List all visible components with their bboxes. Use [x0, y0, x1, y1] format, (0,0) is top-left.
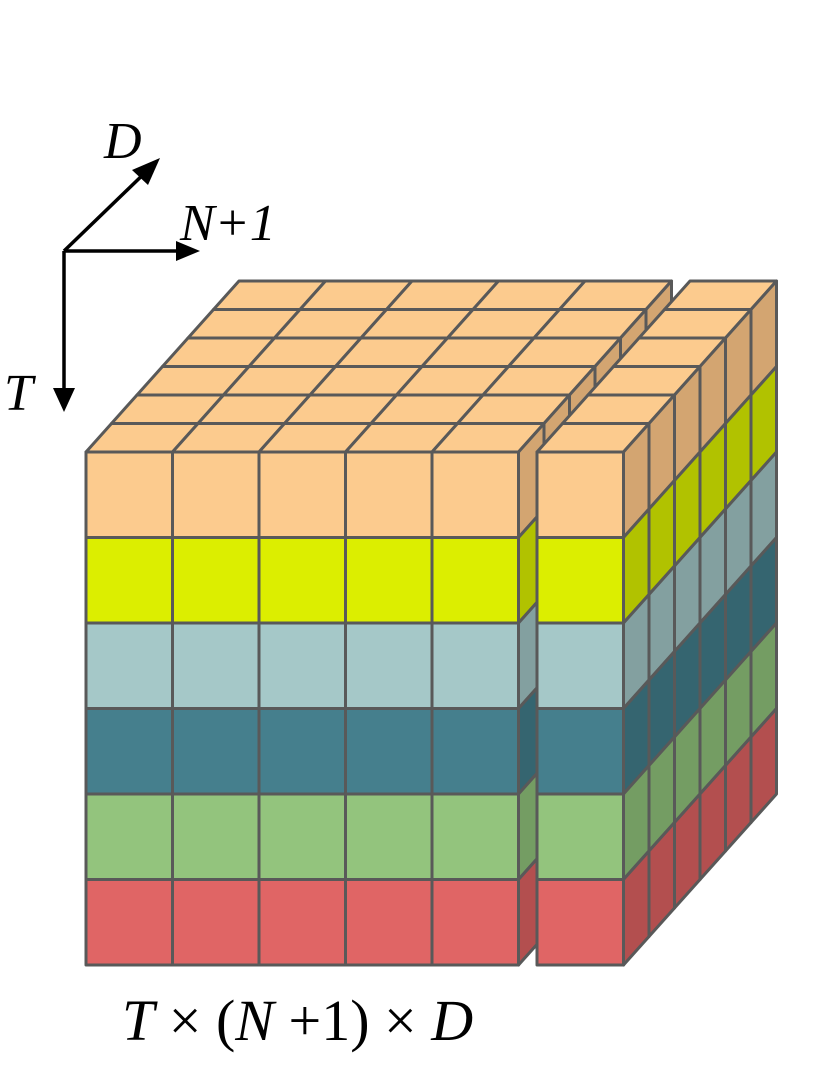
depth-axis-label: D	[103, 113, 142, 170]
tensor-front-cell	[430, 536, 520, 625]
tensor-front-cell	[535, 707, 625, 796]
tensor-front-cell	[257, 450, 347, 539]
tensor-front-cell	[84, 621, 174, 710]
tensor-front-cell	[535, 792, 625, 881]
width-axis-arrowhead	[176, 241, 200, 261]
depth-axis-arrow	[62, 164, 154, 253]
tensor-front-cell	[344, 450, 434, 539]
tensor-front-cell	[171, 707, 261, 796]
tensor-front-cell	[257, 536, 347, 625]
tensor-front-cell	[535, 450, 625, 539]
height-axis-arrowhead	[53, 388, 75, 412]
caption-times-open: × (	[154, 988, 235, 1053]
tensor-front-cell	[257, 792, 347, 881]
caption-n: N	[234, 988, 277, 1053]
tensor-front-cell	[535, 536, 625, 625]
width-axis-label: N+1	[179, 195, 276, 252]
tensor-front-cell	[257, 621, 347, 710]
tensor-front-cell	[344, 792, 434, 881]
caption-plus-one: +1) ×	[274, 988, 431, 1053]
tensor-front-cell	[84, 450, 174, 539]
height-axis-label: T	[4, 365, 36, 422]
axis-indicator: D N+1 T	[4, 113, 276, 422]
tensor-front-cell	[84, 792, 174, 881]
tensor-front-cell	[344, 707, 434, 796]
tensor-front-cell	[171, 878, 261, 967]
tensor-front-cell	[430, 878, 520, 967]
tensor-front-cell	[84, 707, 174, 796]
tensor-front-cell	[257, 707, 347, 796]
tensor-front-cell	[344, 621, 434, 710]
tensor-front-cell	[344, 536, 434, 625]
tensor-front-cell	[430, 792, 520, 881]
tensor-front-cell	[171, 621, 261, 710]
depth-axis-arrowhead	[132, 158, 160, 185]
tensor-front-cell	[171, 792, 261, 881]
tensor-front-cell	[430, 450, 520, 539]
tensor-front-cell	[344, 878, 434, 967]
tensor-cube	[84, 279, 778, 967]
tensor-front-cell	[84, 536, 174, 625]
tensor-front-cell	[257, 878, 347, 967]
caption-d: D	[430, 988, 473, 1053]
tensor-front-cell	[430, 621, 520, 710]
tensor-front-cell	[430, 707, 520, 796]
tensor-shape-caption: T × (N +1) × D	[122, 988, 473, 1053]
tensor-front-cell	[84, 878, 174, 967]
tensor-front-cell	[535, 621, 625, 710]
tensor-front-cell	[171, 450, 261, 539]
tensor-front-cell	[171, 536, 261, 625]
caption-t: T	[122, 988, 158, 1053]
tensor-front-cell	[535, 878, 625, 967]
